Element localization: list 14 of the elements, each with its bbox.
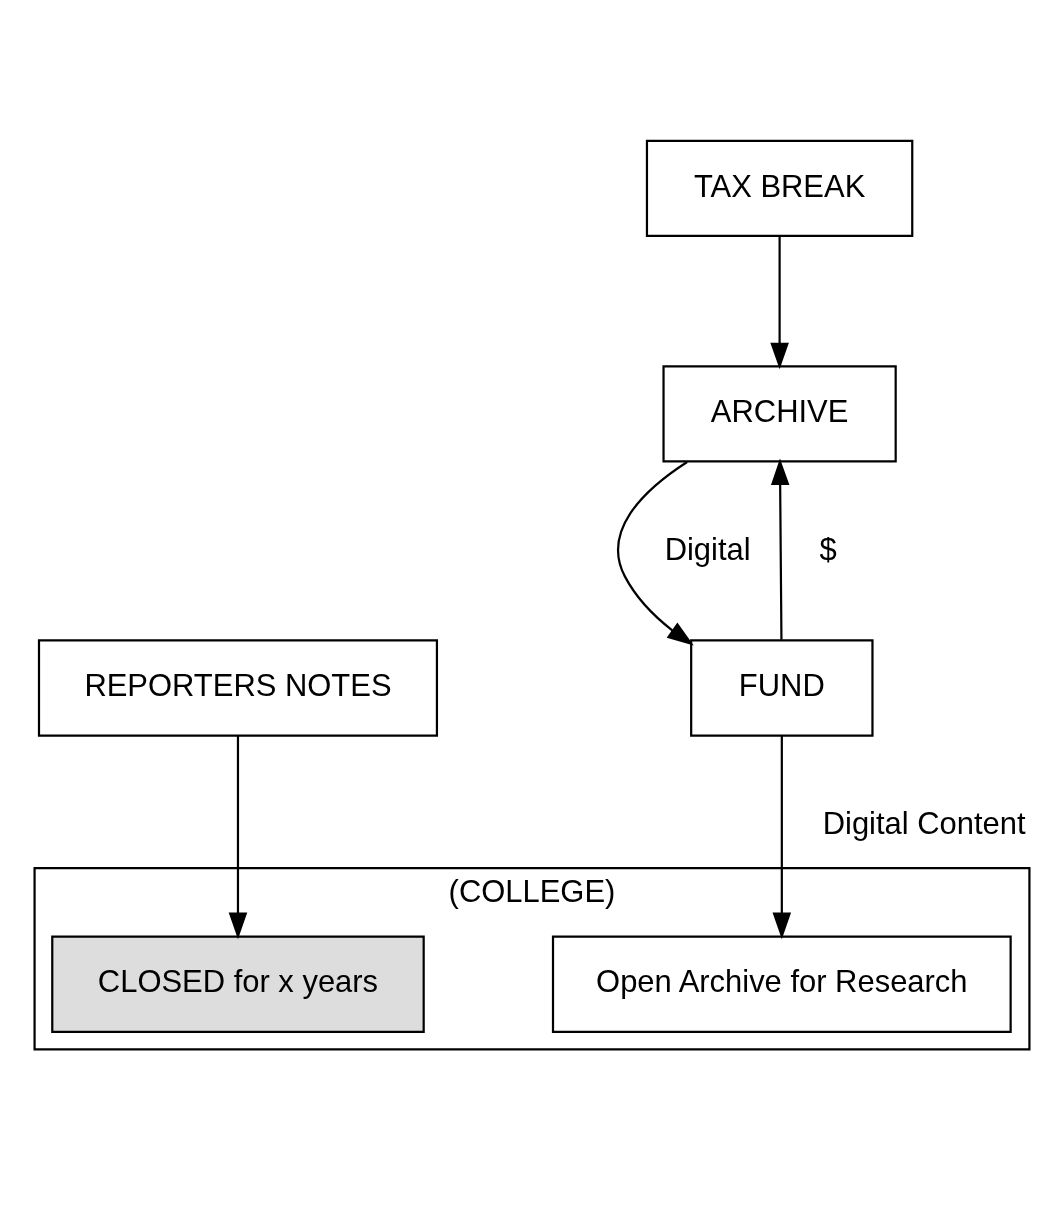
edge-label: Digital Content: [822, 805, 1026, 841]
node-box: Open Archive for Research: [551, 935, 1012, 1033]
node-box: ARCHIVE: [662, 364, 897, 462]
edge-label: $: [819, 531, 837, 567]
arrow: [770, 458, 790, 640]
arrow: [228, 735, 248, 939]
arrow: [772, 735, 792, 939]
arrow: [770, 235, 789, 369]
arrow: [617, 460, 694, 646]
node-box: TAX BREAK: [645, 139, 914, 237]
node-box: FUND: [690, 638, 874, 737]
node-box: CLOSED for x years: [51, 935, 425, 1033]
node-box: REPORTERS NOTES: [37, 638, 439, 737]
edge-label: Digital: [664, 531, 751, 567]
